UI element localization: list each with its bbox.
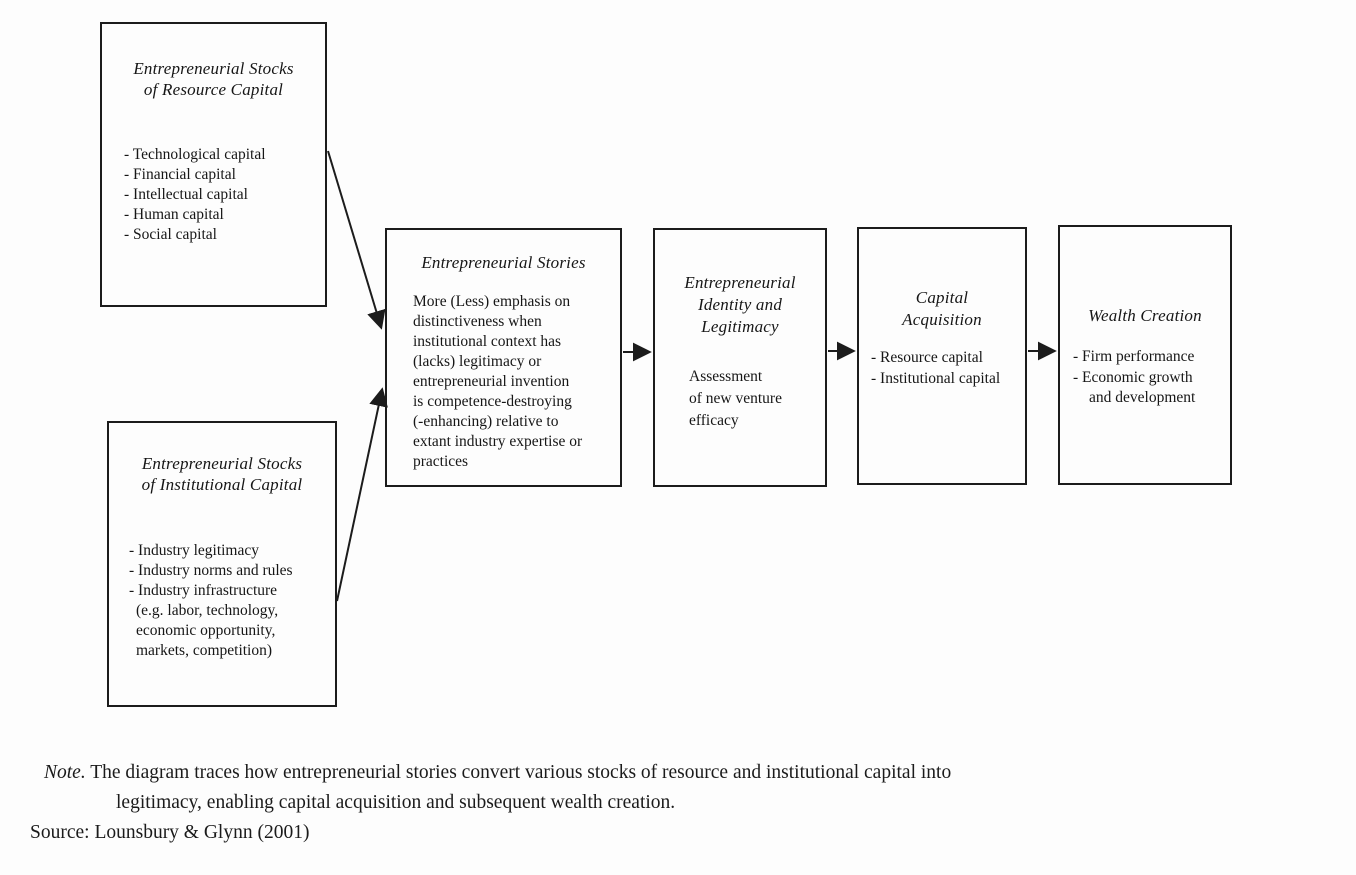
box-wealth-title: Wealth Creation (1060, 305, 1230, 326)
title-line: of Resource Capital (143, 80, 284, 99)
list-item: - Resource capital (871, 349, 983, 366)
list-item: and development (1089, 389, 1196, 406)
list-item: - Social capital (124, 226, 217, 243)
box-institutional-list: - Industry legitimacy - Industry norms a… (129, 541, 293, 661)
title-line: Entrepreneurial Stories (421, 253, 586, 272)
list-item: - Industry norms and rules (129, 562, 293, 579)
body-line: (lacks) legitimacy or (413, 353, 542, 370)
box-wealth-creation: Wealth Creation - Firm performance - Eco… (1058, 225, 1232, 485)
list-item: economic opportunity, (136, 622, 276, 639)
box-resource-stocks: Entrepreneurial Stocks of Resource Capit… (100, 22, 327, 307)
note-text: The diagram traces how entrepreneurial s… (85, 762, 952, 783)
list-item: - Institutional capital (871, 370, 1001, 387)
box-identity-title: Entrepreneurial Identity and Legitimacy (655, 272, 825, 338)
title-line: Acquisition (902, 310, 982, 329)
box-stories-title: Entrepreneurial Stories (387, 252, 620, 273)
title-line: Legitimacy (701, 317, 779, 336)
source-text: Source: Lounsbury & Glynn (2001) (30, 822, 310, 843)
box-institutional-title: Entrepreneurial Stocks of Institutional … (109, 453, 335, 495)
body-line: distinctiveness when (413, 313, 542, 330)
arrow-resource-to-stories (327, 150, 386, 330)
note-text: legitimacy, enabling capital acquisition… (116, 792, 676, 813)
list-item: - Human capital (124, 206, 224, 223)
body-line: Assessment (689, 368, 763, 385)
body-line: is competence-destroying (413, 393, 572, 410)
box-identity-body: Assessment of new venture efficacy (689, 366, 782, 432)
box-wealth-list: - Firm performance - Economic growth and… (1073, 347, 1195, 409)
note-label: Note. (44, 762, 86, 783)
box-stories-body: More (Less) emphasis on distinctiveness … (413, 292, 612, 472)
list-item: (e.g. labor, technology, (136, 602, 279, 619)
title-line: Wealth Creation (1088, 306, 1202, 325)
figure-source: Source: Lounsbury & Glynn (2001) (30, 820, 309, 846)
list-item: - Industry legitimacy (129, 542, 259, 559)
title-line: Entrepreneurial (684, 273, 796, 292)
box-resource-list: - Technological capital - Financial capi… (124, 145, 266, 245)
body-line: institutional context has (413, 333, 562, 350)
list-item: - Intellectual capital (124, 186, 248, 203)
box-capital-list: - Resource capital - Institutional capit… (871, 347, 1000, 389)
list-item: - Financial capital (124, 166, 236, 183)
title-line: Entrepreneurial Stocks (141, 454, 303, 473)
body-line: (-enhancing) relative to (413, 413, 559, 430)
body-line: efficacy (689, 412, 739, 429)
figure-note-line-2: legitimacy, enabling capital acquisition… (116, 790, 675, 816)
arrow-institutional-to-stories (336, 387, 388, 602)
box-capital-title: Capital Acquisition (859, 287, 1025, 331)
box-capital-acquisition: Capital Acquisition - Resource capital -… (857, 227, 1027, 485)
body-line: of new venture (689, 390, 782, 407)
list-item: - Firm performance (1073, 348, 1195, 365)
body-line: practices (413, 453, 469, 470)
list-item: - Economic growth (1073, 368, 1193, 386)
body-line: extant industry expertise or (413, 433, 583, 450)
body-line: entrepreneurial invention (413, 373, 570, 390)
list-item: - Industry infrastructure (129, 582, 278, 599)
figure-note-line-1: Note. The diagram traces how entrepreneu… (44, 760, 951, 786)
title-line: of Institutional Capital (141, 475, 303, 494)
title-line: Entrepreneurial Stocks (133, 59, 294, 78)
body-line: More (Less) emphasis on (413, 293, 571, 310)
box-resource-title: Entrepreneurial Stocks of Resource Capit… (102, 58, 325, 100)
box-institutional-stocks: Entrepreneurial Stocks of Institutional … (107, 421, 337, 707)
list-item: markets, competition) (136, 642, 273, 659)
title-line: Identity and (697, 295, 783, 314)
list-item: - Technological capital (124, 146, 266, 163)
box-identity-legitimacy: Entrepreneurial Identity and Legitimacy … (653, 228, 827, 487)
title-line: Capital (915, 288, 969, 307)
box-entrepreneurial-stories: Entrepreneurial Stories More (Less) emph… (385, 228, 622, 487)
